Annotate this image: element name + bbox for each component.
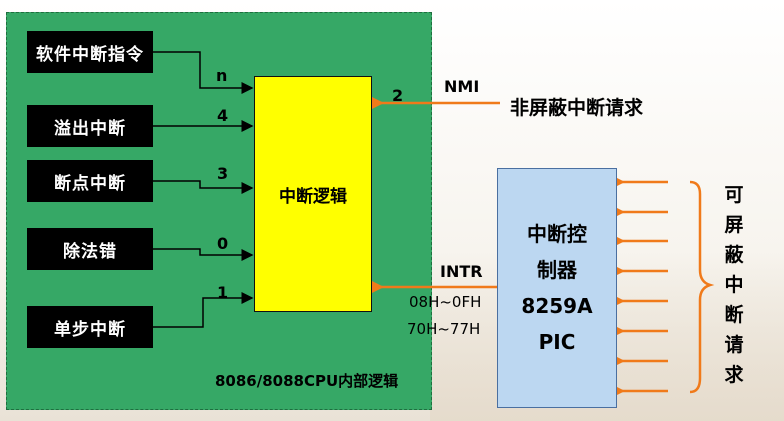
maskable-char: 可: [724, 184, 744, 206]
pic-line-4: PIC: [538, 330, 576, 354]
maskable-char: 断: [724, 304, 744, 326]
nmi-code: 2: [392, 86, 404, 105]
intr-range-1: 08H~0FH: [409, 293, 482, 311]
maskable-char: 中: [724, 274, 744, 296]
code-divide-error: 0: [217, 234, 229, 253]
source-breakpoint: 断点中断: [27, 160, 153, 202]
wire-breakpoint: [153, 180, 254, 194]
pic-8259a-box: 中断控 制器 8259A PIC: [497, 168, 617, 408]
source-divide-error: 除法错: [27, 228, 153, 270]
wire-single-step: [153, 292, 254, 328]
code-breakpoint: 3: [217, 164, 229, 183]
interrupt-logic-box: 中断逻辑: [254, 76, 372, 312]
source-overflow: 溢出中断: [27, 105, 153, 147]
maskable-char: 请: [724, 334, 744, 356]
pic-line-2: 制器: [537, 258, 577, 282]
interrupt-logic-label: 中断逻辑: [279, 186, 347, 207]
wire-divide-error: [153, 248, 254, 261]
nmi-description: 非屏蔽中断请求: [510, 97, 644, 119]
intr-range-2: 70H~77H: [407, 320, 481, 338]
curly-brace: [689, 180, 715, 394]
intr-label: INTR: [440, 262, 483, 281]
maskable-char: 求: [724, 364, 744, 386]
ir-request-arrows: [600, 169, 668, 404]
code-single-step: 1: [217, 283, 229, 302]
cpu-caption: 8086/8088CPU内部逻辑: [215, 372, 399, 390]
pic-line-1: 中断控: [527, 222, 587, 246]
maskable-char: 蔽: [724, 244, 744, 266]
code-overflow: 4: [217, 106, 229, 125]
maskable-char: 屏: [724, 214, 744, 236]
maskable-request-label: 可 屏 蔽 中 断 请 求: [722, 180, 746, 390]
nmi-label: NMI: [444, 77, 480, 96]
wire-soft-int: [153, 51, 254, 94]
pic-line-3: 8259A: [521, 294, 593, 318]
source-single-step: 单步中断: [27, 306, 153, 348]
code-soft-int: n: [216, 66, 228, 85]
source-soft-int: 软件中断指令: [27, 31, 153, 73]
